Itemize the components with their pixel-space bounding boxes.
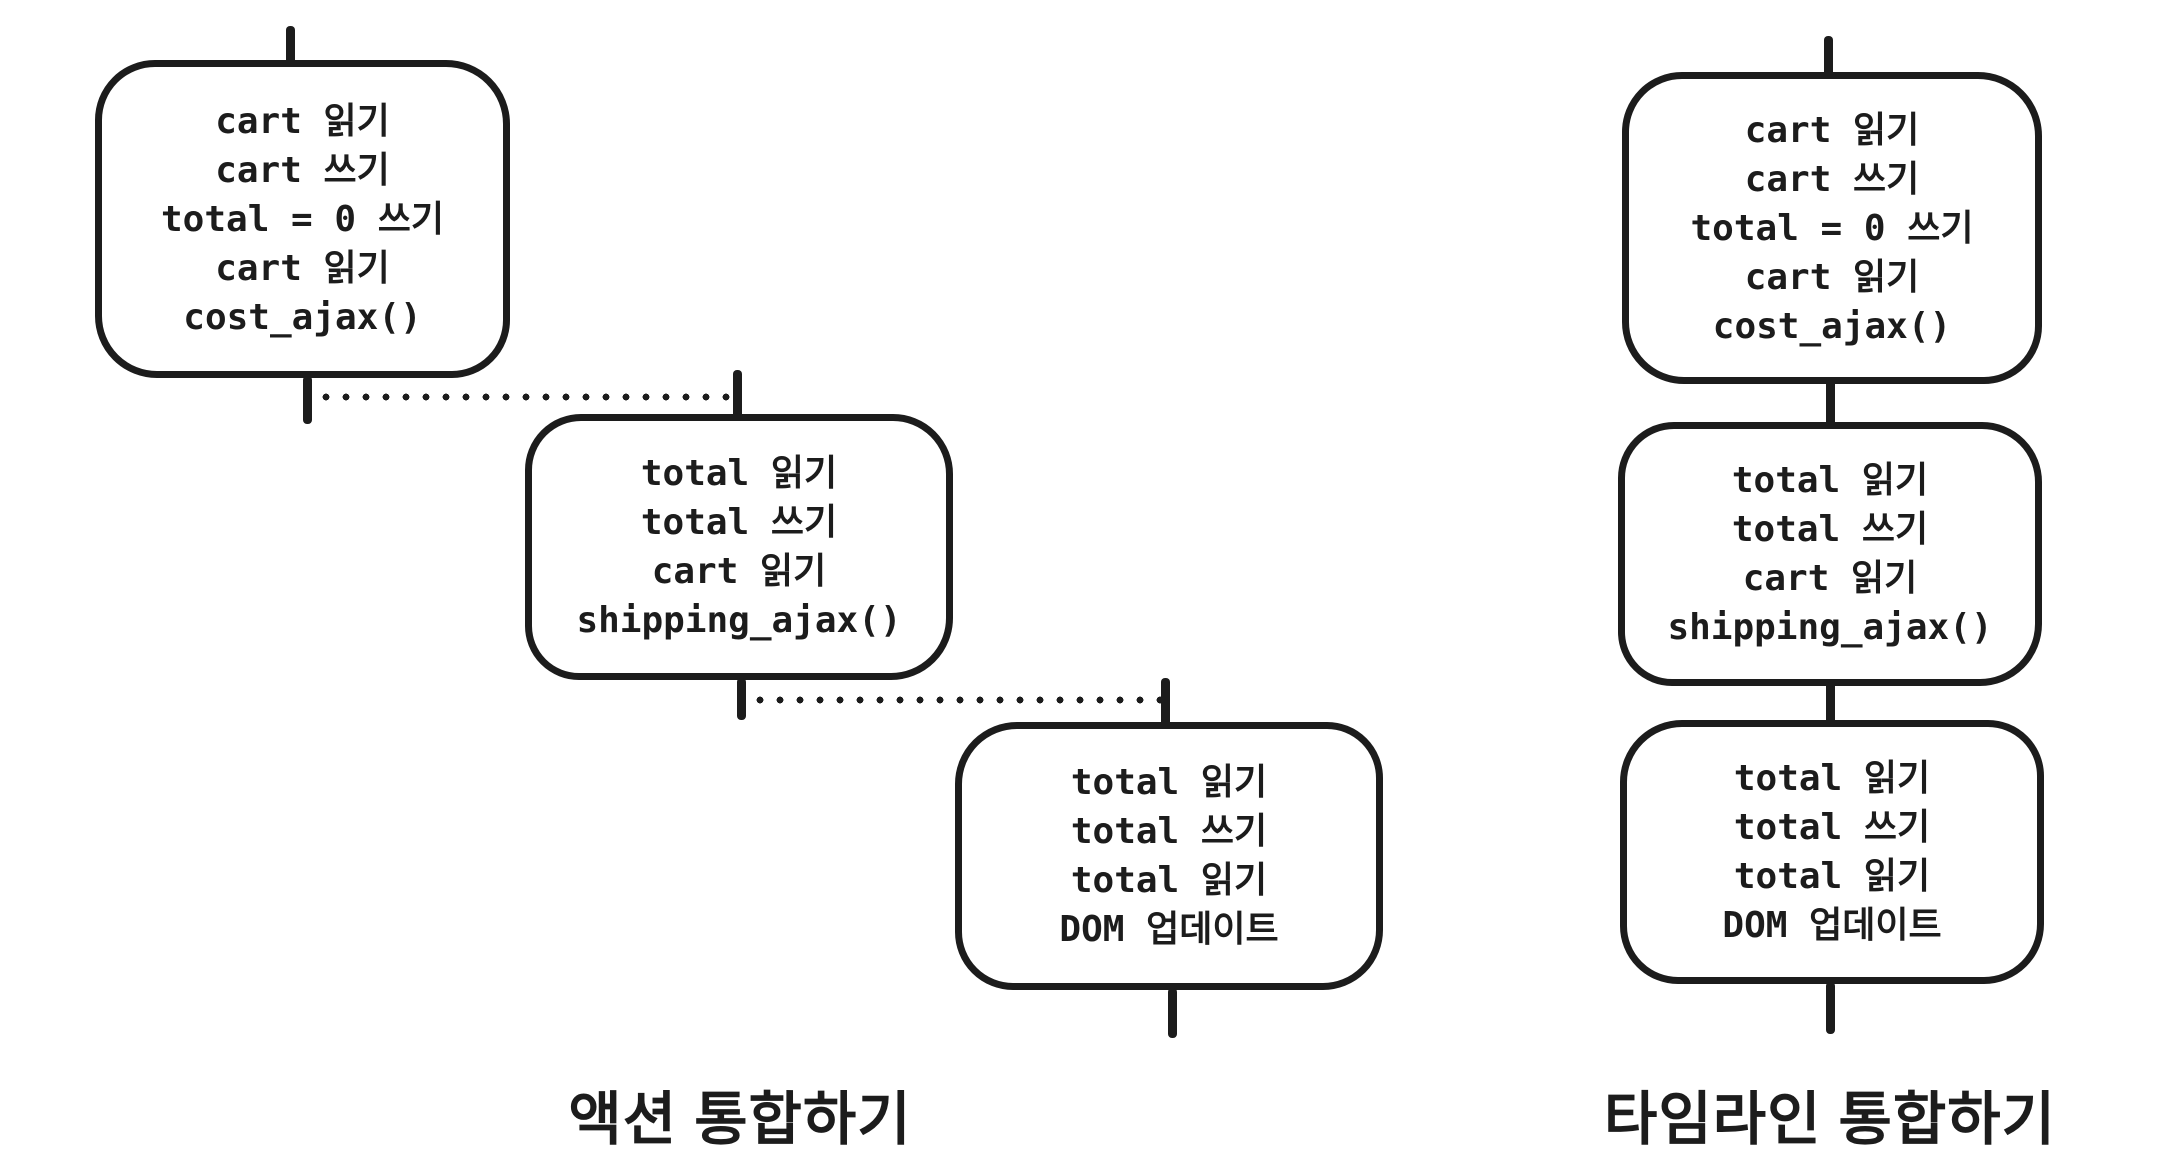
timeline-connector: [1826, 682, 1835, 724]
timeline-box: total 읽기 total 쓰기 total 읽기 DOM 업데이트: [1620, 720, 2044, 984]
timeline-tick: [1824, 36, 1833, 78]
timeline-step: cart 읽기: [215, 100, 390, 142]
timeline-step: total 쓰기: [1731, 509, 1929, 550]
timeline-tick: [733, 370, 742, 420]
timeline-box: total 읽기 total 쓰기 cart 읽기 shipping_ajax(…: [1618, 422, 2042, 686]
right-caption: 타임라인 통합하기: [1604, 1087, 2056, 1152]
timeline-tick: [1161, 678, 1170, 726]
timeline-box: cart 읽기 cart 쓰기 total = 0 쓰기 cart 읽기 cos…: [95, 60, 510, 378]
timeline-tick: [303, 376, 312, 424]
left-caption: 액션 통합하기: [568, 1087, 912, 1152]
timeline-step: DOM 업데이트: [1059, 909, 1279, 950]
timeline-step: cart 읽기: [1744, 109, 1920, 151]
timeline-step: cart 읽기: [651, 551, 827, 592]
timeline-step: total 읽기: [1070, 860, 1268, 901]
timeline-step: total 쓰기: [1070, 811, 1268, 852]
timeline-box: total 읽기 total 쓰기 total 읽기 DOM 업데이트: [955, 722, 1383, 990]
timeline-tick: [1168, 988, 1177, 1038]
timeline-box: total 읽기 total 쓰기 cart 읽기 shipping_ajax(…: [525, 414, 953, 680]
timeline-box: cart 읽기 cart 쓰기 total = 0 쓰기 cart 읽기 cos…: [1622, 72, 2042, 384]
timeline-tick: [737, 678, 746, 720]
timeline-step: DOM 업데이트: [1722, 905, 1942, 946]
timeline-step: cart 쓰기: [1744, 158, 1920, 200]
dotted-connector: [316, 393, 732, 401]
timeline-step: total 쓰기: [1733, 807, 1931, 848]
timeline-step: cost_ajax(): [183, 296, 422, 338]
timeline-step: cart 읽기: [1744, 256, 1920, 298]
timeline-step: cart 읽기: [215, 247, 390, 289]
dotted-connector: [750, 696, 1162, 704]
timeline-connector: [1826, 380, 1835, 426]
timeline-step: shipping_ajax(): [1667, 607, 1993, 648]
timeline-step: total = 0 쓰기: [161, 198, 444, 240]
timeline-tick: [286, 26, 295, 66]
timeline-step: cart 읽기: [1742, 558, 1918, 599]
timeline-step: total 읽기: [640, 453, 838, 494]
timeline-step: cart 쓰기: [215, 149, 390, 191]
timeline-step: total 읽기: [1070, 762, 1268, 803]
timeline-step: cost_ajax(): [1712, 305, 1952, 347]
timeline-step: total 읽기: [1733, 758, 1931, 799]
timeline-step: total 읽기: [1733, 856, 1931, 897]
timeline-step: shipping_ajax(): [576, 600, 902, 641]
timeline-step: total 읽기: [1731, 460, 1929, 501]
timeline-tick: [1826, 982, 1835, 1034]
timeline-step: total 쓰기: [640, 502, 838, 543]
timeline-step: total = 0 쓰기: [1690, 207, 1974, 249]
